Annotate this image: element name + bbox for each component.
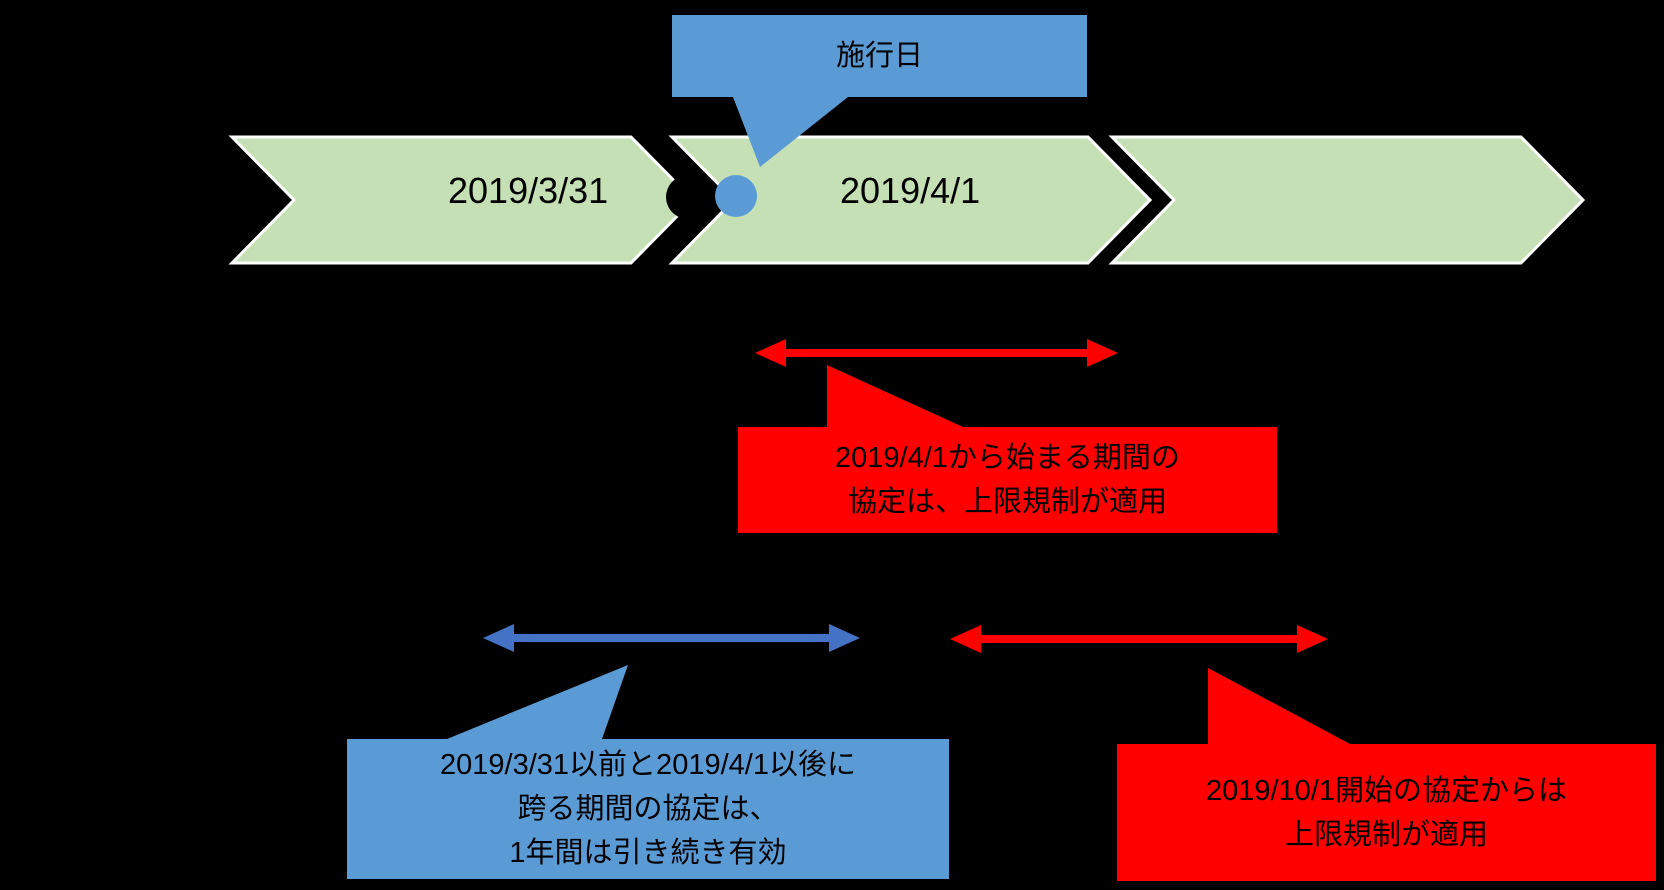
new-agreement-span-arrow [755, 339, 1118, 367]
enforcement-date-label: 施行日 [835, 40, 923, 72]
enforcement-date-callout: 施行日 [672, 15, 1087, 97]
new-agreement-callout-line-1: 2019/4/1から始まる期間の [835, 442, 1180, 474]
existing-agreement-callout-line-2: 跨る期間の協定は、 [517, 793, 779, 825]
period-boundary-dot [666, 175, 710, 219]
october-agreement-callout-line-1: 2019/10/1開始の協定からは [1205, 774, 1567, 807]
october-agreement-callout-tail [1208, 668, 1350, 744]
existing-agreement-span-arrow [483, 624, 860, 652]
existing-agreement-callout: 2019/3/31以前と2019/4/1以後に 跨る期間の協定は、 1年間は引き… [347, 739, 949, 879]
october-agreement-callout: 2019/10/1開始の協定からは 上限規制が適用 [1117, 744, 1656, 881]
existing-agreement-callout-tail [447, 665, 628, 739]
new-agreement-callout: 2019/4/1から始まる期間の 協定は、上限規制が適用 [738, 427, 1277, 533]
timeline-segment-before-shape [228, 135, 696, 265]
enforcement-callout-tail [733, 97, 848, 167]
enforcement-date-dot [715, 175, 757, 217]
new-agreement-callout-tail [827, 365, 963, 427]
timeline-date-label-before: 2019/3/31 [448, 170, 609, 211]
limit-applied-span-arrow [950, 625, 1328, 653]
october-agreement-callout-line-2: 上限規制が適用 [1284, 818, 1488, 851]
timeline-segment-future-shape [1108, 135, 1586, 265]
existing-agreement-callout-line-3: 1年間は引き続き有効 [509, 837, 787, 869]
timeline-date-label-after: 2019/4/1 [840, 170, 981, 211]
existing-agreement-callout-line-1: 2019/3/31以前と2019/4/1以後に [440, 749, 856, 781]
new-agreement-callout-line-2: 協定は、上限規制が適用 [847, 486, 1167, 518]
